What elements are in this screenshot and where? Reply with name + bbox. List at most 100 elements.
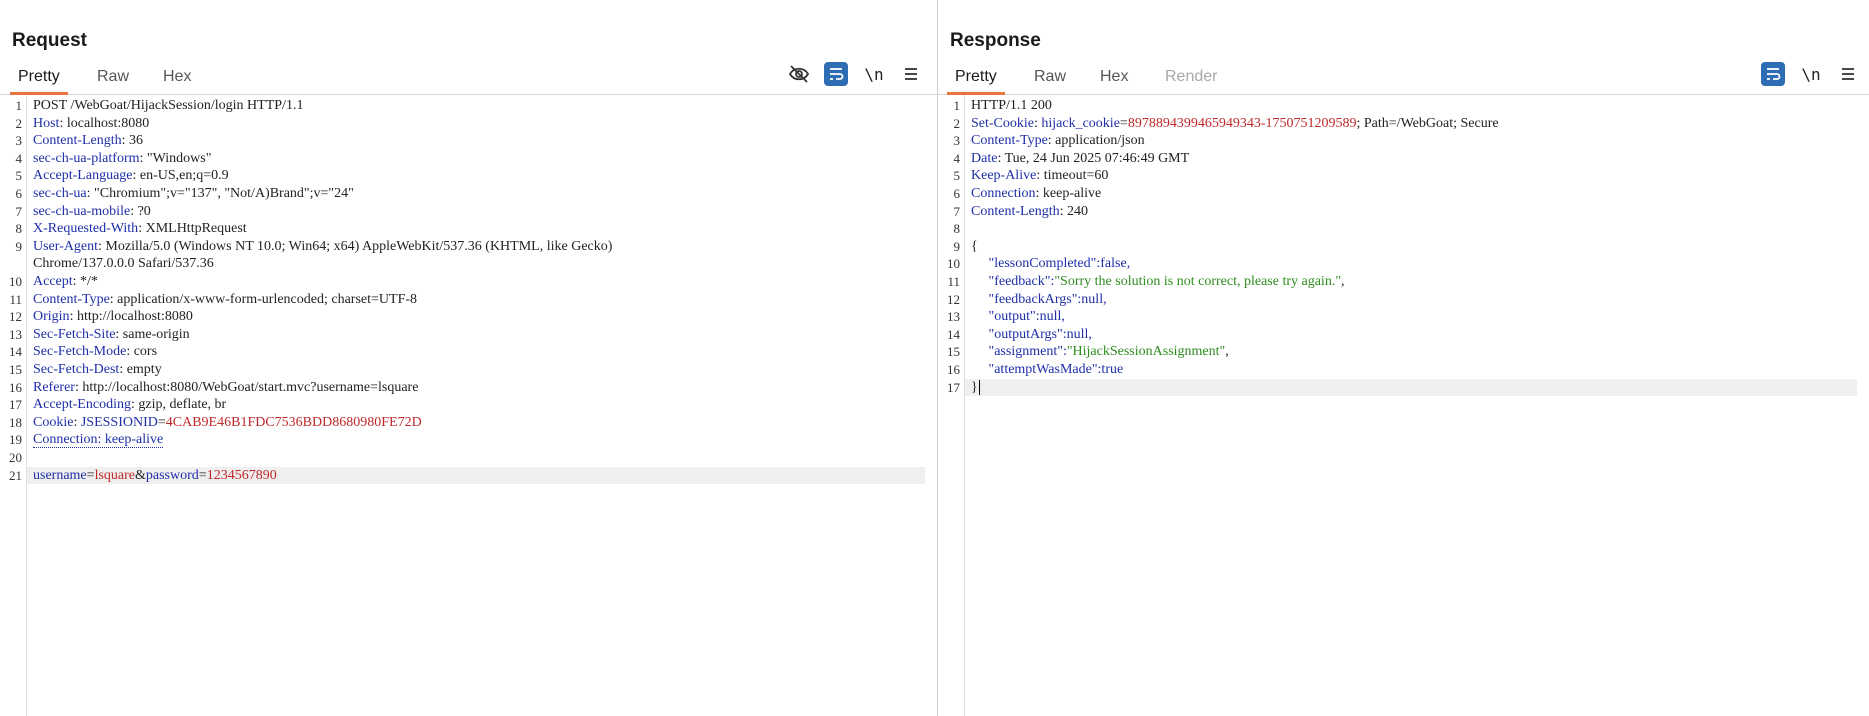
line-content: HTTP/1.1 200 [971, 97, 1052, 115]
line-content: Referer: http://localhost:8080/WebGoat/s… [33, 379, 418, 397]
line-content: Accept: */* [33, 273, 98, 291]
code-token: 1234567890 [206, 467, 277, 483]
code-token: Origin [33, 309, 70, 325]
code-token: :null, [1035, 309, 1065, 325]
code-token: lsquare [94, 467, 135, 483]
line-content: username=lsquare&password=1234567890 [33, 467, 277, 485]
show-newlines-button[interactable]: \n [864, 64, 884, 84]
code-token: sec-ch-ua-platform [33, 150, 140, 166]
line-number: 8 [953, 221, 961, 237]
code-token: : http://localhost:8080/WebGoat/start.mv… [74, 379, 419, 395]
line-number: 10 [947, 256, 960, 272]
line-content: Sec-Fetch-Dest: empty [33, 361, 162, 379]
code-token: = [198, 467, 207, 483]
response-code-line: 5 Keep-Alive: timeout=60 [938, 167, 1857, 185]
code-token: "assignment" [971, 344, 1063, 360]
code-token: : cors [126, 344, 158, 360]
line-number: 3 [15, 133, 23, 149]
code-token: : [1034, 115, 1042, 131]
code-token: , [1225, 344, 1229, 360]
request-code-line: 11 Content-Type: application/x-www-form-u… [0, 291, 925, 309]
line-content: X-Requested-With: XMLHttpRequest [33, 220, 247, 238]
code-token: Date [971, 150, 998, 166]
code-token: :true [1097, 362, 1124, 377]
line-content: Keep-Alive: timeout=60 [971, 167, 1108, 185]
request-line-gutter [0, 95, 27, 716]
hide-nonprintable-button[interactable] [787, 62, 811, 86]
tab-request-hex[interactable]: Hex [163, 68, 192, 85]
code-token: : Mozilla/5.0 (Windows NT 10.0; Win64; x… [98, 238, 613, 254]
line-number: 19 [9, 432, 22, 448]
code-token: "output" [971, 309, 1036, 325]
request-menu-button[interactable] [899, 62, 923, 86]
response-menu-button[interactable] [1836, 62, 1860, 86]
line-number: 5 [953, 168, 961, 184]
request-code-line: 2 Host: localhost:8080 [0, 115, 925, 133]
response-code-line: 14 "outputArgs":null, [938, 326, 1857, 344]
code-token: = [157, 414, 166, 430]
response-show-newlines-button[interactable]: \n [1801, 64, 1821, 84]
line-number: 10 [9, 274, 22, 289]
response-code-line: 17} [947, 378, 1857, 397]
code-token: Host [33, 115, 60, 131]
response-word-wrap-button[interactable] [1761, 62, 1785, 86]
tab-response-pretty[interactable]: Pretty [947, 64, 1005, 95]
code-token: = [1119, 115, 1128, 131]
line-number: 13 [9, 326, 22, 342]
tab-response-hex[interactable]: Hex [1100, 68, 1129, 85]
code-token: :null, [1077, 291, 1107, 307]
code-token: Content-Length [971, 203, 1060, 219]
line-content: POST /WebGoat/HijackSession/login HTTP/1… [33, 97, 303, 115]
line-content: } [971, 379, 980, 397]
code-token: : Tue, 24 Jun 2025 07:46:49 GMT [997, 150, 1190, 166]
pane-divider[interactable] [937, 0, 938, 716]
code-token: : application/x-www-form-urlencoded; cha… [109, 291, 418, 307]
line-number: 18 [9, 414, 22, 430]
line-content: Content-Length: 240 [971, 203, 1088, 221]
code-token: Chrome/137.0.0.0 Safari/537.36 [33, 256, 214, 272]
code-token: : en-US,en;q=0.9 [132, 168, 229, 184]
line-number: 2 [15, 115, 23, 131]
text-caret [978, 379, 980, 395]
code-token: Sec-Fetch-Site [33, 326, 116, 342]
code-token: : XMLHttpRequest [138, 221, 247, 237]
tab-response-raw[interactable]: Raw [1034, 68, 1067, 85]
line-number: 7 [15, 203, 23, 219]
line-content: "assignment":"HijackSessionAssignment", [971, 343, 1229, 361]
code-token: Sec-Fetch-Mode [33, 344, 127, 360]
line-number: 17 [947, 379, 960, 395]
tab-request-pretty[interactable]: Pretty [10, 64, 68, 95]
code-token: : timeout=60 [1036, 168, 1109, 184]
line-content: Host: localhost:8080 [33, 115, 149, 133]
code-token: } [971, 379, 978, 395]
code-token: sec-ch-ua-mobile [33, 203, 131, 219]
code-token: X-Requested-With [33, 221, 139, 237]
request-title: Request [12, 30, 87, 51]
code-token: username [33, 467, 87, 483]
line-content: Origin: http://localhost:8080 [33, 308, 193, 326]
response-code-line: 11 "feedback":"Sorry the solution is not… [938, 273, 1857, 291]
line-number: 11 [9, 291, 22, 307]
word-wrap-button[interactable] [824, 62, 848, 86]
line-content: Content-Type: application/x-www-form-url… [33, 291, 417, 309]
code-token: User-Agent [33, 238, 99, 254]
tab-request-raw[interactable]: Raw [97, 68, 130, 85]
code-token: HTTP/1.1 200 [971, 98, 1052, 113]
tab-response-render[interactable]: Render [1165, 68, 1218, 85]
line-number: 16 [9, 379, 22, 395]
line-content: Content-Length: 36 [33, 132, 143, 150]
line-number: 9 [953, 238, 961, 254]
code-token: Accept-Encoding [33, 397, 131, 413]
